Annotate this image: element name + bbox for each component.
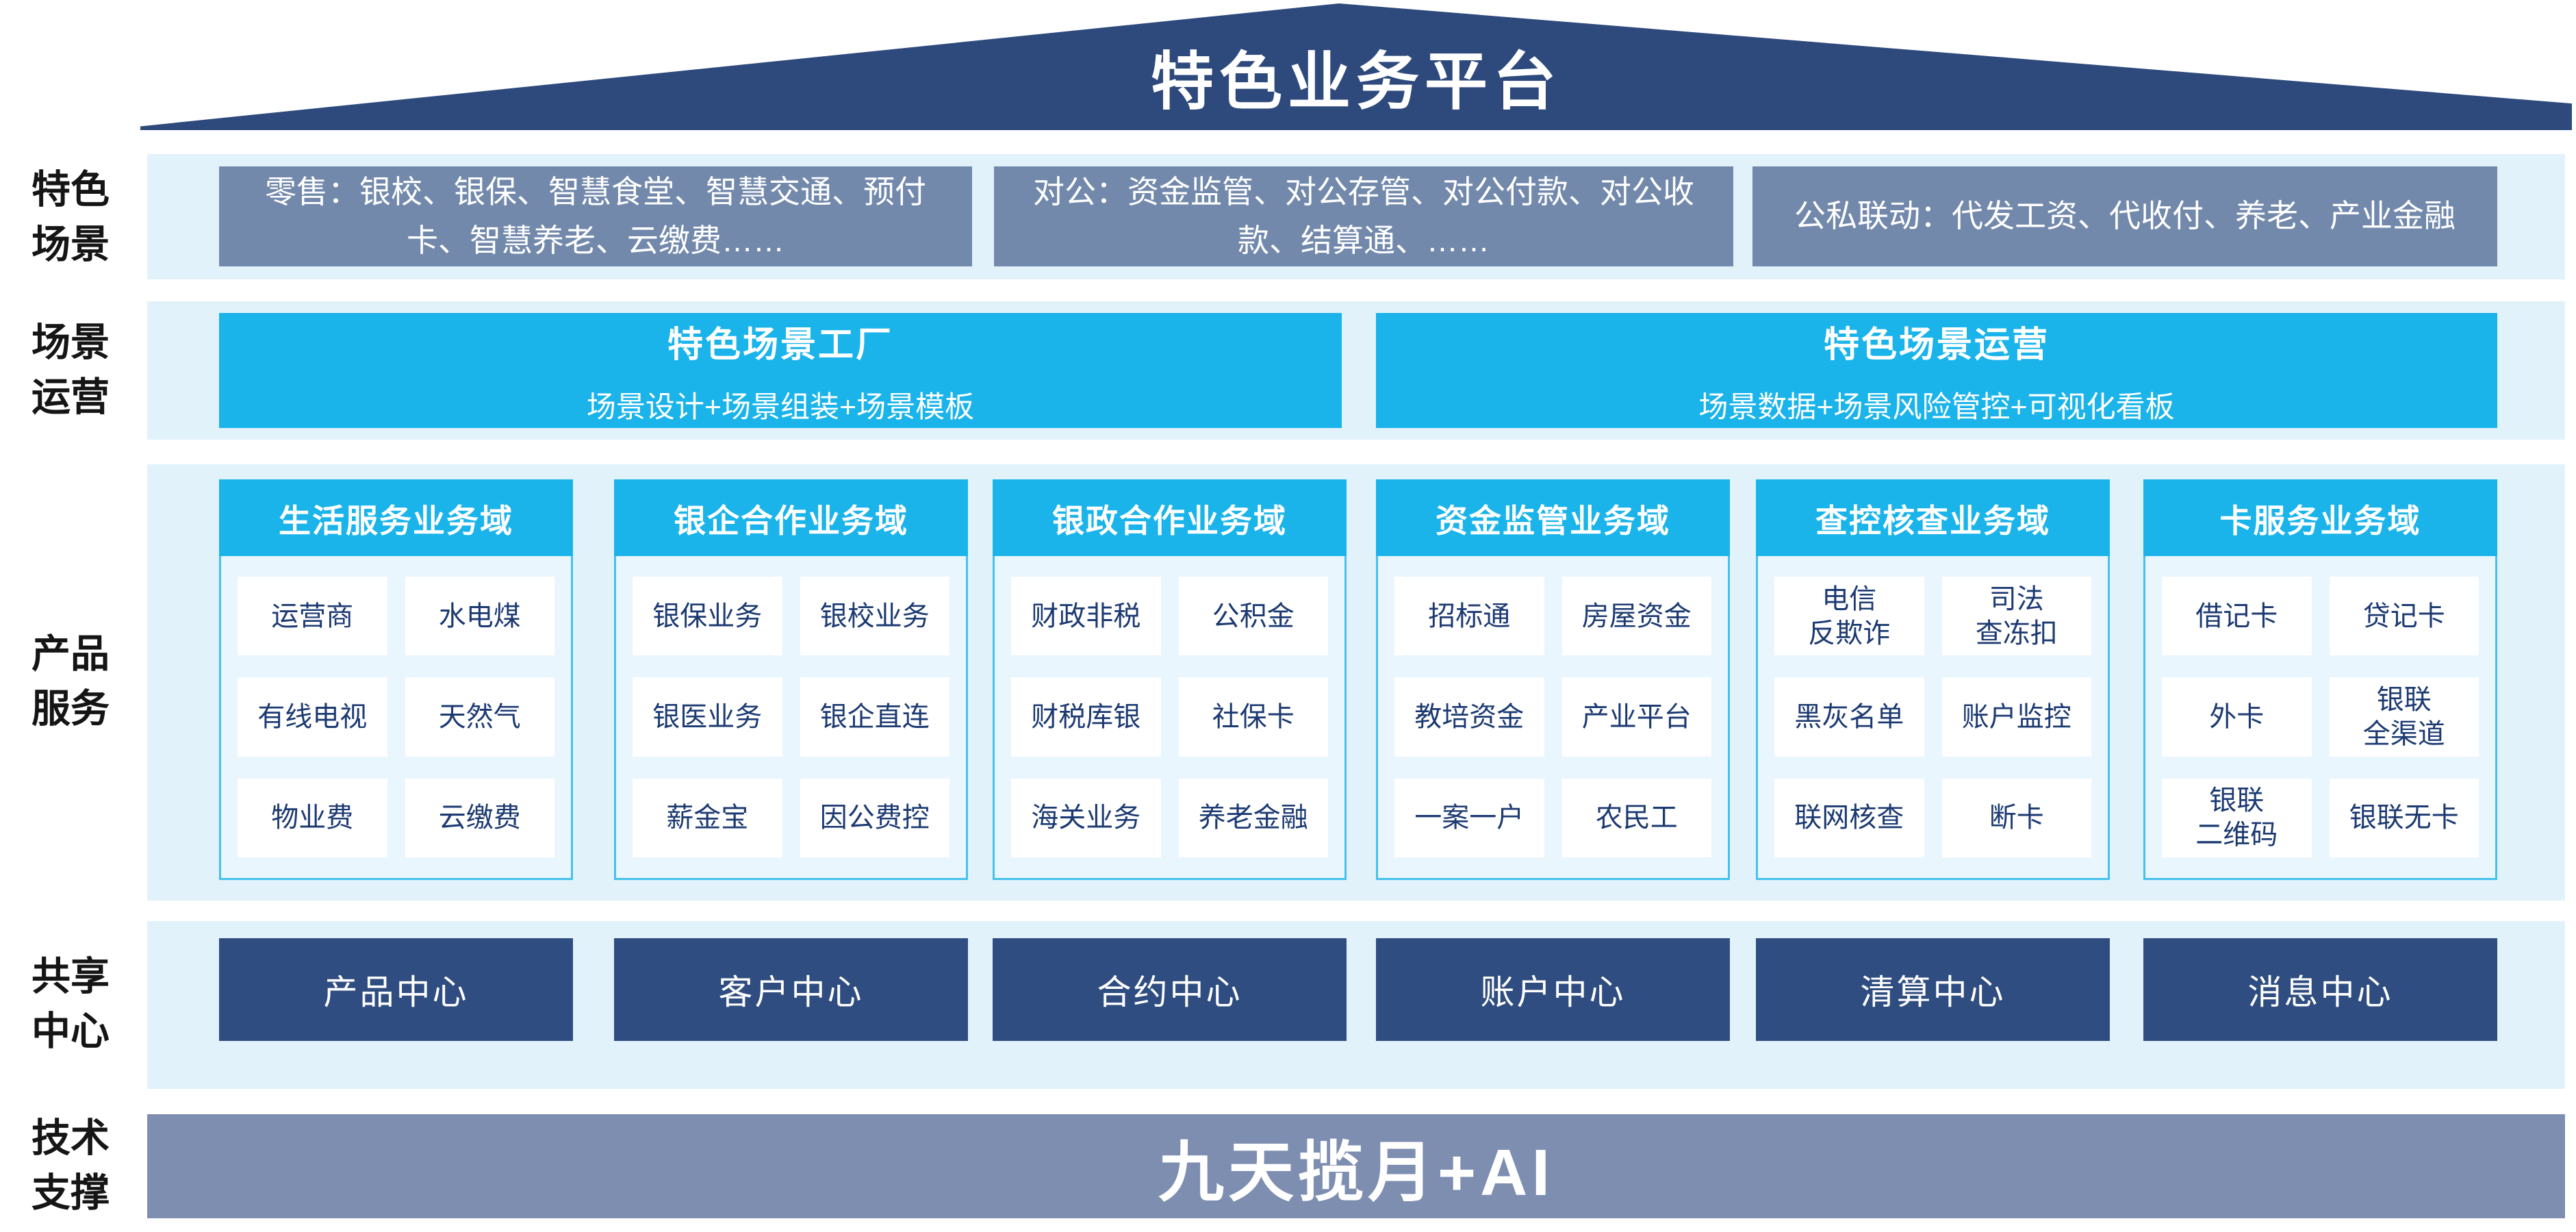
operation-box-subtitle: 场景数据+场景风险管控+可视化看板 (1698, 390, 2175, 424)
product-column-body: 财政非税公积金财税库银社保卡海关业务养老金融 (993, 556, 1347, 880)
tech-support-text: 九天揽月+AI (1158, 1135, 1555, 1209)
shared-center-box: 客户中心 (614, 938, 968, 1041)
product-cell: 天然气 (405, 677, 554, 757)
product-cell: 一案一户 (1394, 778, 1544, 857)
product-column-body: 借记卡贷记卡外卡银联 全渠道银联 二维码银联无卡 (2143, 556, 2497, 880)
shared-center-box: 产品中心 (219, 938, 573, 1041)
product-cell: 云缴费 (405, 778, 554, 857)
product-cell: 银联 二维码 (2162, 778, 2312, 857)
product-cell: 社保卡 (1178, 677, 1328, 757)
product-cell: 银保业务 (633, 577, 782, 656)
page-title: 特色业务平台 (1150, 47, 1561, 117)
product-column: 查控核查业务域 电信 反欺诈司法 查冻扣黑灰名单账户监控联网核查断卡 (1756, 479, 2110, 880)
product-column: 银企合作业务域 银保业务银校业务银医业务银企直连薪金宝因公费控 (614, 479, 968, 880)
product-column-body: 运营商水电煤有线电视天然气物业费云缴费 (219, 556, 573, 880)
product-column-body: 银保业务银校业务银医业务银企直连薪金宝因公费控 (614, 556, 968, 880)
scene-box-retail: 零售：银校、银保、智慧食堂、智慧交通、预付卡、智慧养老、云缴费…… (219, 166, 972, 266)
product-cell: 银联无卡 (2329, 778, 2479, 857)
product-cell: 银校业务 (800, 577, 949, 656)
product-column-header: 卡服务业务域 (2143, 479, 2497, 556)
product-cell: 账户监控 (1941, 677, 2091, 757)
product-column-header: 生活服务业务域 (219, 479, 573, 556)
operation-box-title: 特色场景工厂 (667, 325, 893, 365)
product-cell: 外卡 (2162, 677, 2312, 757)
operation-box-title: 特色场景运营 (1823, 325, 2050, 365)
side-label-shared: 共享 中心 (31, 955, 110, 1053)
product-cell: 教培资金 (1394, 677, 1544, 757)
product-cell: 农民工 (1561, 778, 1711, 857)
product-cell: 水电煤 (405, 577, 554, 656)
product-cell: 公积金 (1178, 577, 1328, 656)
product-cell: 银医业务 (633, 677, 782, 757)
product-cell: 产业平台 (1561, 677, 1711, 757)
product-column-header: 银政合作业务域 (993, 479, 1347, 556)
product-cell: 财政非税 (1011, 577, 1161, 656)
product-cell: 海关业务 (1011, 778, 1161, 857)
product-cell: 银联 全渠道 (2329, 677, 2479, 757)
side-label-tech: 技术 支撑 (31, 1116, 110, 1215)
scene-box-corporate: 对公：资金监管、对公存管、对公付款、对公收款、结算通、…… (994, 166, 1733, 266)
scene-box-linkage: 公私联动：代发工资、代收付、养老、产业金融 (1752, 166, 2497, 266)
operation-box-subtitle: 场景设计+场景组装+场景模板 (586, 390, 975, 424)
tech-support-bar: 九天揽月+AI (147, 1114, 2565, 1218)
roof-banner: 特色业务平台 (140, 3, 2572, 130)
product-cell: 电信 反欺诈 (1774, 577, 1924, 656)
product-column: 资金监管业务域 招标通房屋资金教培资金产业平台一案一户农民工 (1376, 479, 1730, 880)
operation-box-factory: 特色场景工厂 场景设计+场景组装+场景模板 (219, 313, 1342, 428)
product-cell: 黑灰名单 (1774, 677, 1924, 757)
product-cell: 物业费 (238, 778, 387, 857)
product-cell: 借记卡 (2162, 577, 2312, 656)
product-column-header: 资金监管业务域 (1376, 479, 1730, 556)
product-cell: 薪金宝 (633, 778, 782, 857)
operation-box-operation: 特色场景运营 场景数据+场景风险管控+可视化看板 (1376, 313, 2497, 428)
side-label-product: 产品 服务 (31, 632, 110, 731)
product-column-body: 招标通房屋资金教培资金产业平台一案一户农民工 (1376, 556, 1730, 880)
shared-center-box: 账户中心 (1376, 938, 1730, 1041)
product-cell: 因公费控 (800, 778, 949, 857)
product-cell: 司法 查冻扣 (1941, 577, 2091, 656)
side-label-operation: 场景 运营 (31, 320, 110, 419)
side-label-scene: 特色 场景 (31, 168, 110, 266)
product-cell: 断卡 (1941, 778, 2091, 857)
product-cell: 运营商 (238, 577, 387, 656)
product-cell: 财税库银 (1011, 677, 1161, 757)
shared-center-box: 消息中心 (2143, 938, 2497, 1041)
product-column: 银政合作业务域 财政非税公积金财税库银社保卡海关业务养老金融 (993, 479, 1347, 880)
shared-center-box: 合约中心 (993, 938, 1347, 1041)
product-cell: 贷记卡 (2329, 577, 2479, 656)
product-cell: 联网核查 (1774, 778, 1924, 857)
product-cell: 有线电视 (238, 677, 387, 757)
product-column-header: 银企合作业务域 (614, 479, 968, 556)
product-column-header: 查控核查业务域 (1756, 479, 2110, 556)
shared-center-box: 清算中心 (1756, 938, 2110, 1041)
product-cell: 养老金融 (1178, 778, 1328, 857)
product-cell: 房屋资金 (1561, 577, 1711, 656)
product-column: 生活服务业务域 运营商水电煤有线电视天然气物业费云缴费 (219, 479, 573, 880)
product-column-body: 电信 反欺诈司法 查冻扣黑灰名单账户监控联网核查断卡 (1756, 556, 2110, 880)
product-column: 卡服务业务域 借记卡贷记卡外卡银联 全渠道银联 二维码银联无卡 (2143, 479, 2497, 880)
product-cell: 银企直连 (800, 677, 949, 757)
product-cell: 招标通 (1394, 577, 1544, 656)
